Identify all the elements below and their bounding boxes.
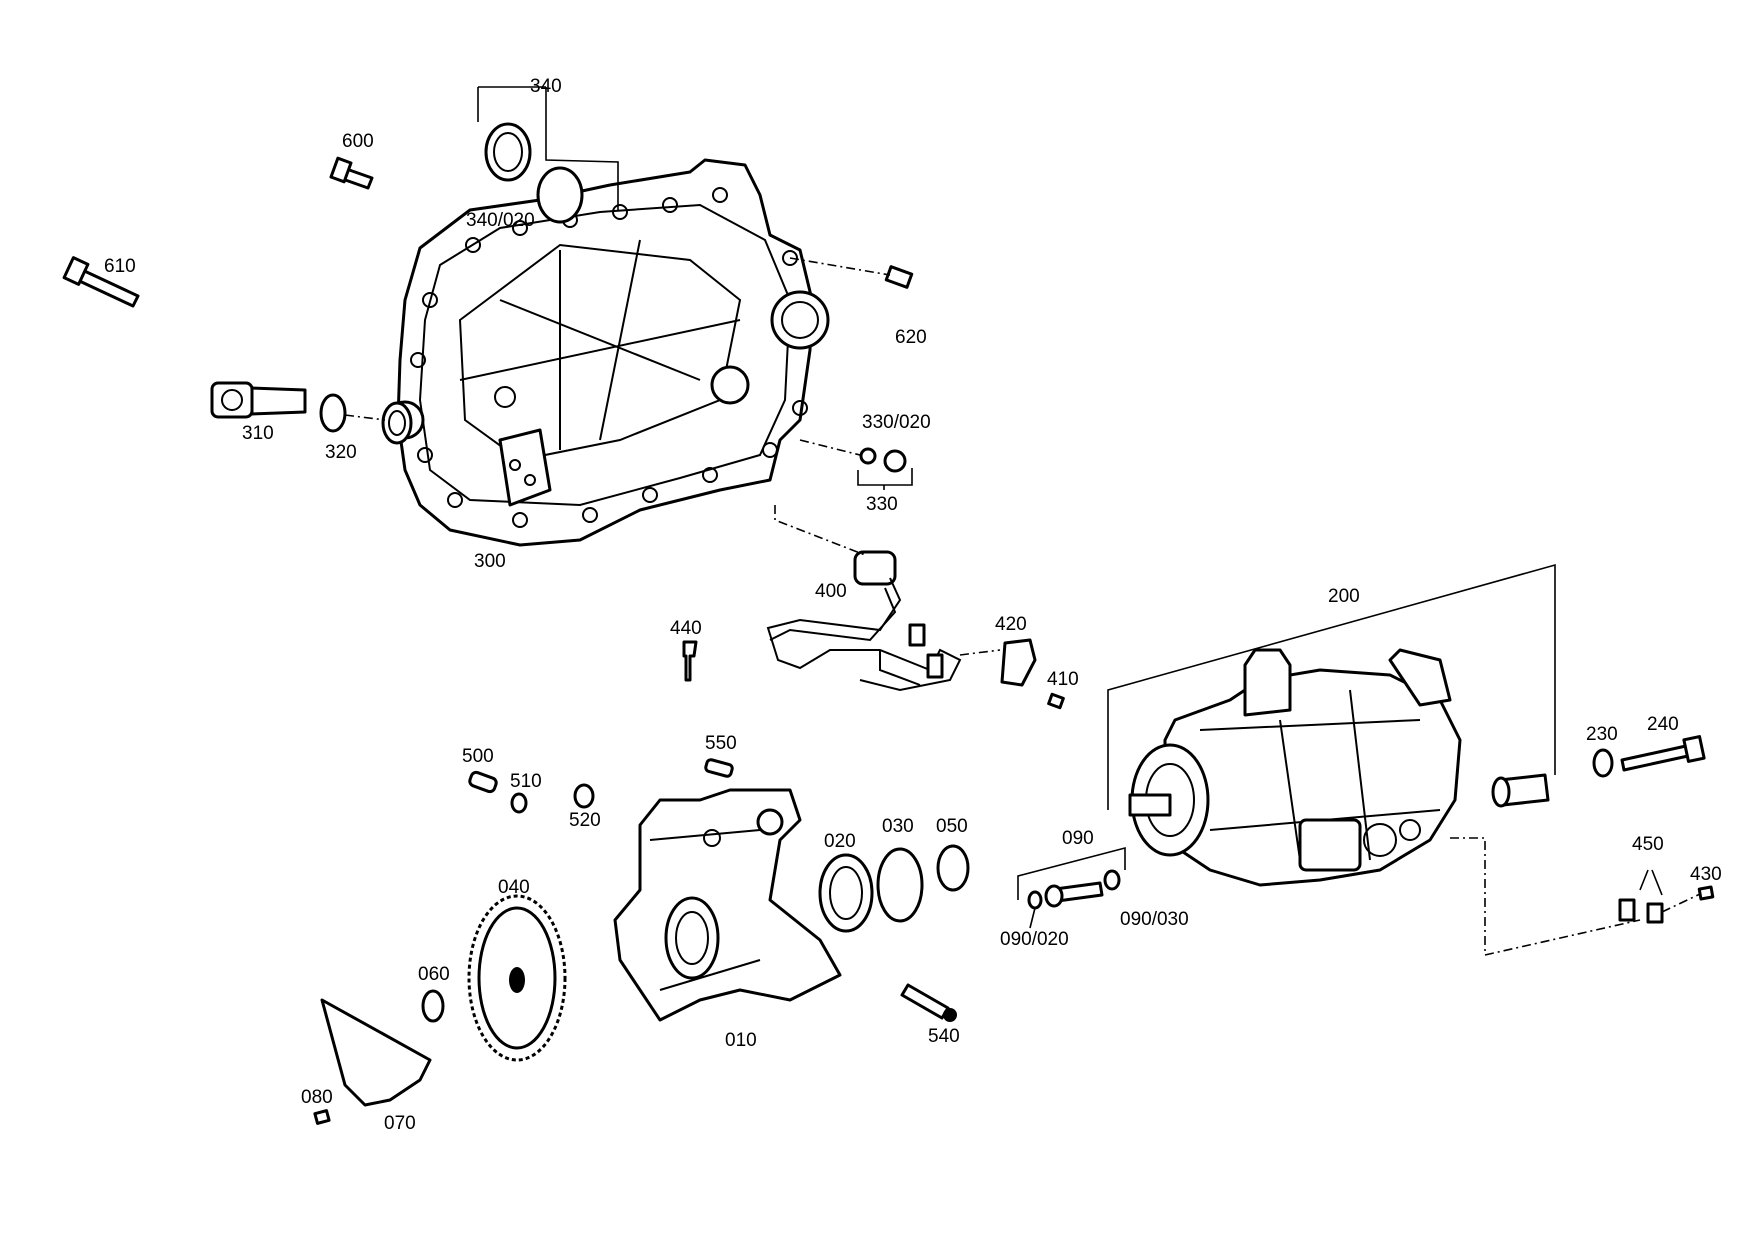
- screw-part-430: [1697, 885, 1715, 901]
- housing-part-010: [613, 788, 842, 1022]
- label-080: 080: [301, 1087, 333, 1108]
- oring-part-320: [319, 393, 347, 433]
- leader-330: [799, 439, 861, 456]
- label-340: 340: [530, 76, 562, 97]
- label-330: 330: [866, 494, 898, 515]
- bracket-part-420: [1000, 638, 1037, 687]
- label-500: 500: [462, 746, 494, 767]
- bracket-330: [857, 468, 913, 490]
- leader-620: [789, 257, 891, 276]
- label-240: 240: [1647, 714, 1679, 735]
- label-040: 040: [498, 877, 530, 898]
- leader-420: [959, 649, 1001, 656]
- leader-400: [774, 505, 866, 556]
- screw-part-600: [329, 156, 374, 190]
- label-070: 070: [384, 1113, 416, 1134]
- pin-part-620: [884, 265, 914, 289]
- label-620: 620: [895, 327, 927, 348]
- bracket-090: [1017, 846, 1126, 900]
- cover-part-070: [320, 998, 432, 1107]
- leader-090-020: [1029, 907, 1036, 929]
- label-400: 400: [815, 581, 847, 602]
- shaft-part-090: [1027, 869, 1121, 910]
- label-340-020: 340/020: [466, 210, 535, 231]
- label-510: 510: [510, 771, 542, 792]
- oring-part-520: [573, 783, 595, 809]
- oring-part-060: [421, 989, 445, 1023]
- label-410: 410: [1047, 669, 1079, 690]
- label-090: 090: [1062, 828, 1094, 849]
- label-430: 430: [1690, 864, 1722, 885]
- leader-320: [344, 414, 386, 421]
- pin-part-500: [468, 770, 498, 794]
- plug-part-330: [859, 447, 907, 473]
- ring-part-050: [936, 844, 970, 892]
- bracket-200: [1107, 563, 1556, 810]
- label-450: 450: [1632, 834, 1664, 855]
- housing-part-300: [385, 158, 830, 547]
- label-030: 030: [882, 816, 914, 837]
- label-610: 610: [104, 256, 136, 277]
- seal-part-020: [818, 853, 874, 933]
- label-300: 300: [474, 551, 506, 572]
- label-440: 440: [670, 618, 702, 639]
- label-020: 020: [824, 831, 856, 852]
- pin-part-540: [900, 983, 957, 1022]
- ring-part-030: [876, 847, 924, 923]
- gear-part-040: [467, 894, 567, 1062]
- pin-part-550: [704, 758, 734, 778]
- seal-part-340: [484, 122, 584, 224]
- label-330-020: 330/020: [862, 412, 931, 433]
- clip-part-450: [1618, 869, 1664, 924]
- seal-part-345: [381, 401, 413, 445]
- label-600: 600: [342, 131, 374, 152]
- oring-part-510: [510, 792, 528, 814]
- label-520: 520: [569, 810, 601, 831]
- label-200: 200: [1328, 586, 1360, 607]
- bushing-part-230-side: [1491, 773, 1550, 808]
- label-310: 310: [242, 423, 274, 444]
- clip-part-440: [682, 640, 698, 682]
- bolt-part-240: [1620, 735, 1706, 772]
- label-320: 320: [325, 442, 357, 463]
- assembly-part-200: [1128, 648, 1462, 887]
- label-230: 230: [1586, 724, 1618, 745]
- label-090-030: 090/030: [1120, 909, 1189, 930]
- label-060: 060: [418, 964, 450, 985]
- label-420: 420: [995, 614, 1027, 635]
- part-labels: 340 600 340/020 610 620 310 320 330/020 …: [104, 76, 1722, 1134]
- washer-part-230: [1592, 748, 1614, 778]
- plug-part-310: [210, 381, 307, 419]
- bracket-340: [477, 86, 619, 210]
- label-050: 050: [936, 816, 968, 837]
- screw-part-410: [1047, 692, 1065, 710]
- screw-part-080: [313, 1109, 331, 1125]
- label-540: 540: [928, 1026, 960, 1047]
- label-090-020: 090/020: [1000, 929, 1069, 950]
- sensor-part-400: [766, 550, 962, 692]
- label-010: 010: [725, 1030, 757, 1051]
- leader-450: [1450, 837, 1641, 957]
- leader-430: [1661, 893, 1701, 913]
- label-550: 550: [705, 733, 737, 754]
- bolt-part-610: [62, 256, 140, 308]
